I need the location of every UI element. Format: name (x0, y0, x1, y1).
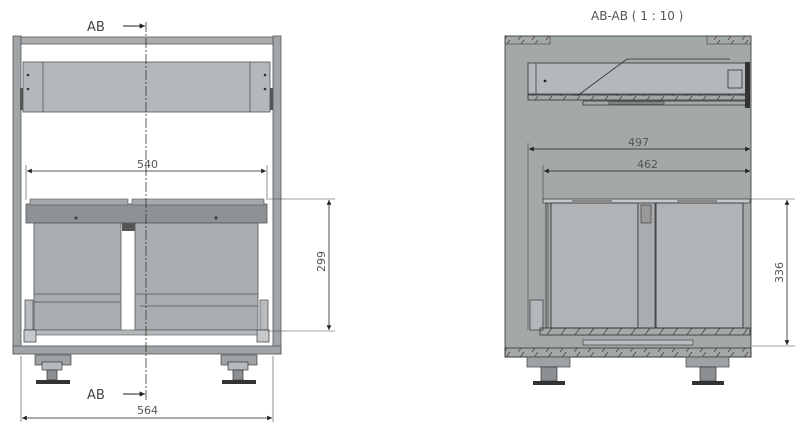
dim-inner-depth: 462 (637, 158, 658, 171)
section-view: AB-AB ( 1 : 10 ) 497 462 (504, 9, 795, 385)
section-front-bin (550, 202, 639, 329)
right-foot (220, 354, 258, 384)
dim-outer-width: 564 (137, 404, 158, 417)
section-front-foot (526, 356, 571, 385)
section-marker-bottom: AB (87, 388, 105, 403)
section-marker-top: AB (87, 20, 105, 35)
upper-drawer-front (22, 61, 271, 113)
cabinet-left-panel (12, 35, 22, 355)
dim-outer-depth: 497 (628, 136, 649, 149)
cabinet-bottom-panel (12, 345, 282, 355)
section-drawer-base (539, 327, 751, 336)
left-foot (34, 354, 72, 384)
section-rear-foot (685, 356, 730, 385)
bin-frame-lid (25, 203, 268, 224)
dim-bin-height-front: 299 (315, 251, 328, 272)
right-bin (134, 222, 259, 331)
dim-bin-height-section: 336 (773, 262, 786, 283)
section-rear-bin (655, 202, 744, 329)
section-title: AB-AB ( 1 : 10 ) (591, 9, 683, 23)
cabinet-top-rail (20, 36, 274, 45)
left-bin (33, 222, 122, 331)
cabinet-right-panel (272, 35, 282, 355)
section-cabinet-bottom (504, 347, 752, 358)
dim-inner-width: 540 (137, 158, 158, 171)
section-upper-drawer (527, 62, 750, 96)
front-view: AB AB 540 299 564 (12, 20, 335, 422)
